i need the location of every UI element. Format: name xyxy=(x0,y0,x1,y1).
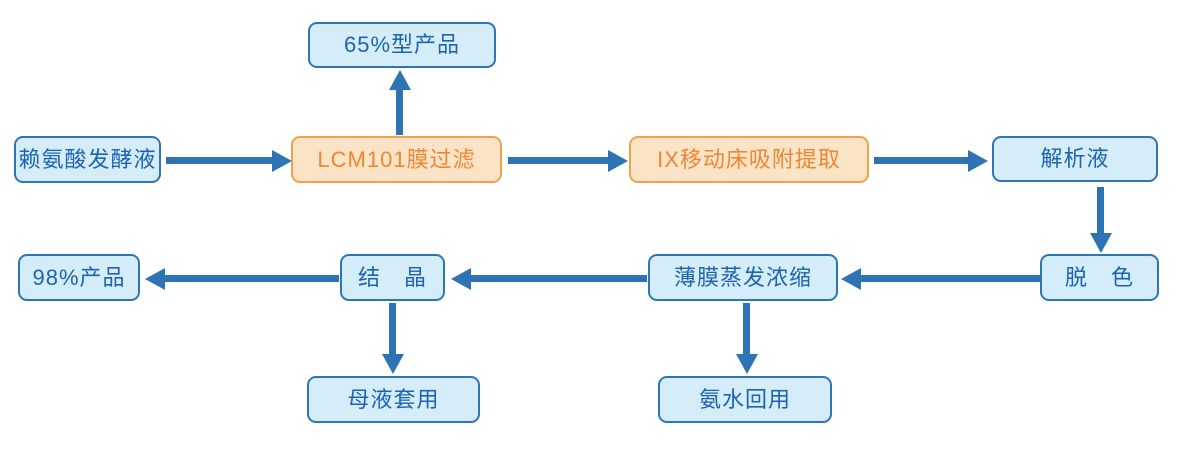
arrow-ix-to-desorption xyxy=(874,157,968,164)
arrow-crystallization-to-98-product xyxy=(165,275,339,282)
arrow-evaporation-to-crystallization xyxy=(471,275,647,282)
arrow-fermentation-to-membrane xyxy=(166,157,272,164)
arrow-crystallization-to-mother-liquor xyxy=(389,303,396,354)
node-crystallization: 结 晶 xyxy=(340,254,445,301)
node-ammonia-water-reuse: 氨水回用 xyxy=(658,376,832,423)
node-lcm101-membrane-filtration: LCM101膜过滤 xyxy=(291,136,502,183)
node-thin-film-evaporation: 薄膜蒸发浓缩 xyxy=(648,254,838,301)
node-98-percent-product: 98%产品 xyxy=(18,254,140,301)
arrow-desorption-to-decolorization xyxy=(1097,187,1104,233)
node-ix-moving-bed-adsorption: IX移动床吸附提取 xyxy=(629,136,869,183)
node-mother-liquor-reuse: 母液套用 xyxy=(307,376,480,423)
node-65-percent-product: 65%型产品 xyxy=(308,22,496,68)
node-desorption-solution: 解析液 xyxy=(992,136,1158,182)
arrow-membrane-to-ix xyxy=(508,157,608,164)
arrow-evaporation-to-ammonia-reuse xyxy=(743,303,750,354)
arrow-decolorization-to-evaporation xyxy=(861,275,1040,282)
arrow-membrane-to-65-product xyxy=(396,90,403,135)
node-decolorization: 脱 色 xyxy=(1040,254,1159,301)
node-lysine-fermentation-broth: 赖氨酸发酵液 xyxy=(14,136,161,183)
